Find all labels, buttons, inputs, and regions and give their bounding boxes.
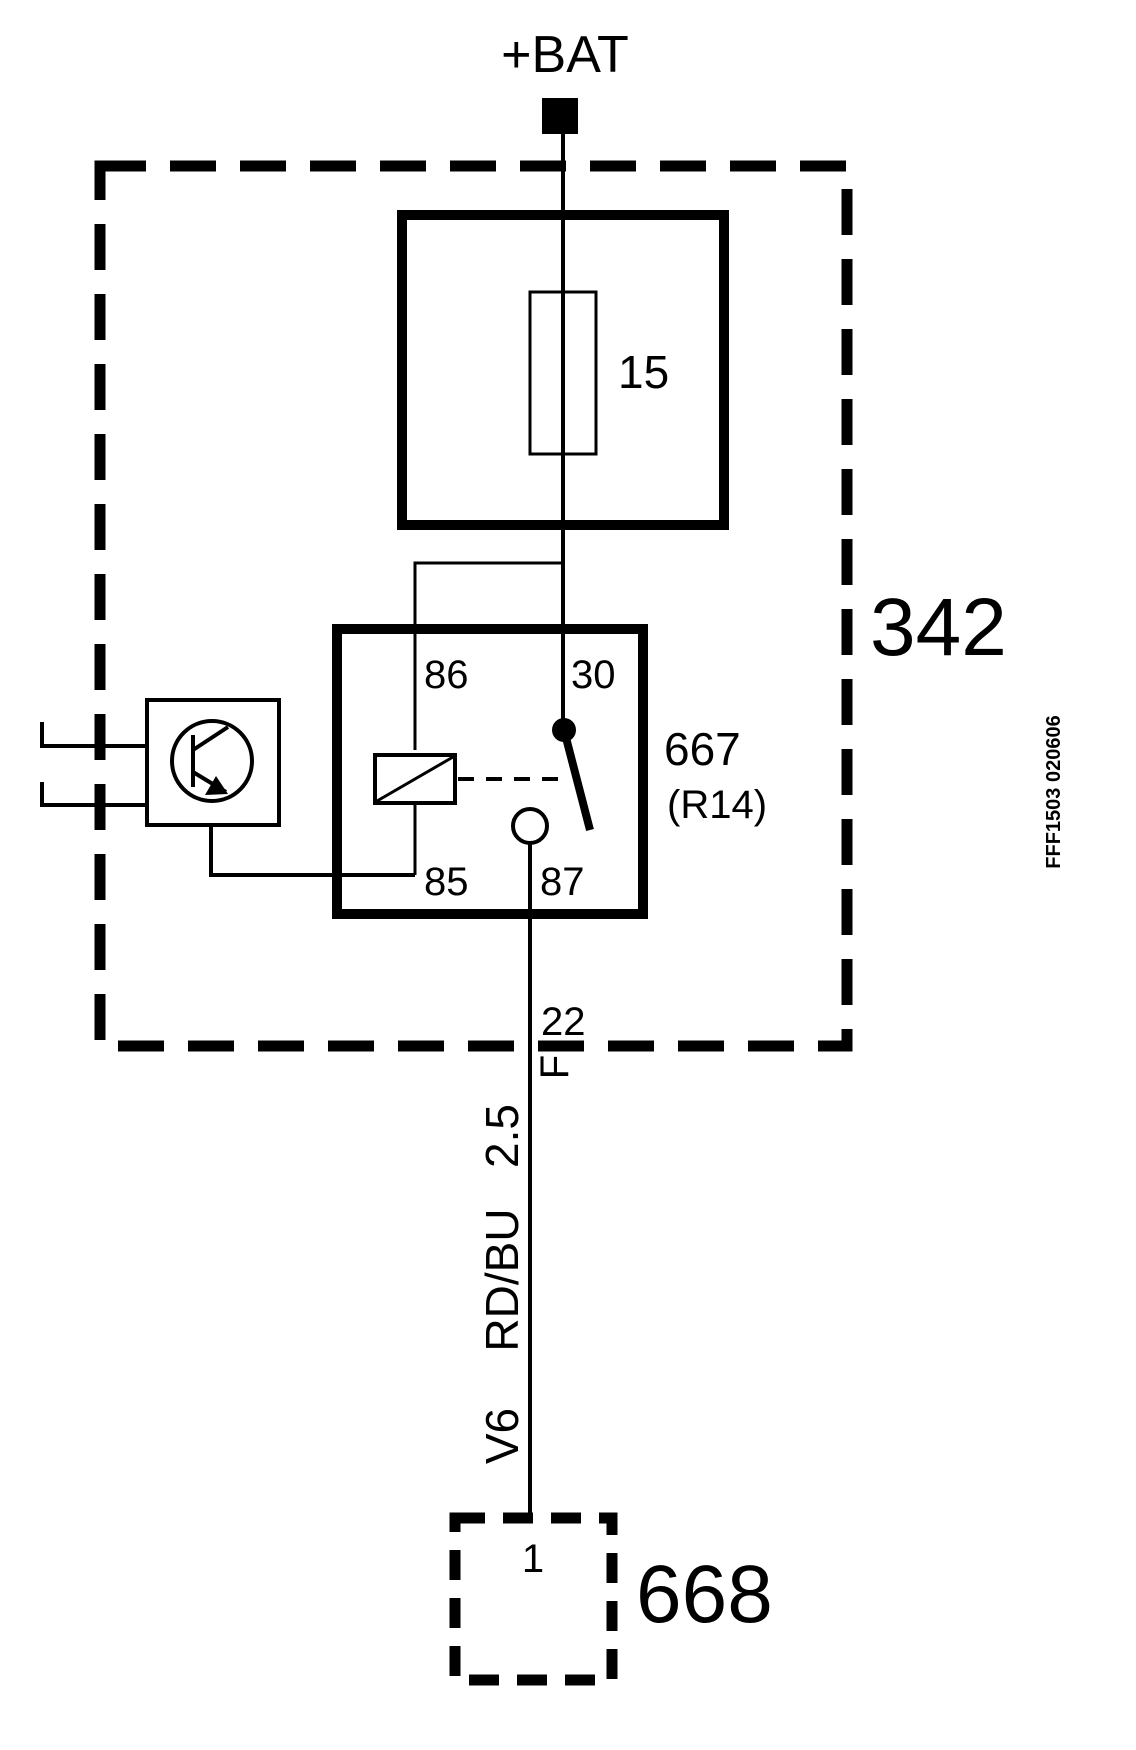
connector-code: F (533, 1055, 577, 1079)
relay-coil-diagonal (376, 755, 454, 803)
wire-id: V6 (476, 1408, 528, 1464)
contact-87 (511, 807, 549, 845)
relay-switch-arm (560, 728, 594, 832)
fuse-number: 15 (618, 346, 669, 398)
bat-terminal (542, 98, 578, 134)
wire-color: RD/BU (476, 1208, 528, 1351)
driver-to-85-wire (209, 825, 415, 877)
load-pin: 1 (522, 1537, 544, 1581)
relay-pin-87: 87 (540, 860, 585, 904)
relay-pin-86: 86 (424, 653, 469, 697)
connector-pin: 22 (541, 1000, 586, 1044)
module-342-label: 342 (870, 582, 1007, 673)
driver-input-wires (40, 722, 147, 807)
driver-module (145, 698, 281, 827)
relay-pin-85: 85 (424, 860, 469, 904)
transistor-icon (170, 719, 254, 803)
coil-supply-wire (413, 561, 563, 750)
bat-label: +BAT (501, 26, 629, 84)
relay-ref: (R14) (667, 783, 767, 827)
module-668-boundary (449, 1512, 618, 1686)
relay-number: 667 (664, 723, 741, 775)
relay-housing (332, 624, 648, 919)
transistor-arrow (205, 776, 228, 795)
module-342-boundary (94, 160, 853, 1052)
module-668-label: 668 (636, 1549, 773, 1640)
wire-gauge: 2.5 (476, 1104, 528, 1168)
figure-code: FFF1503 020606 (1043, 715, 1065, 868)
relay-pin-30: 30 (571, 653, 616, 697)
